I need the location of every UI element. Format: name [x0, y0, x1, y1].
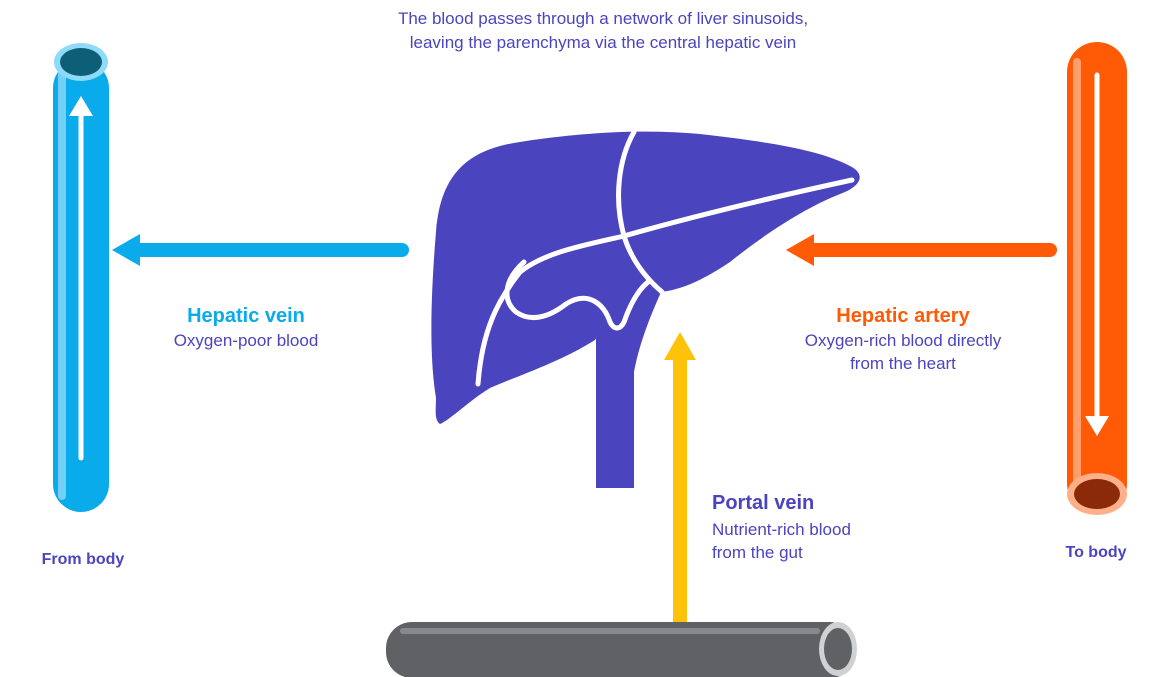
portal-vein-arrow: [664, 332, 696, 622]
hepatic-vein-title: Hepatic vein: [187, 305, 305, 327]
portal-vein-title: Portal vein: [712, 492, 814, 514]
hepatic-vein-arrow: [112, 234, 402, 266]
portal-vein-line-2: from the gut: [712, 543, 803, 562]
portal-vein-line-1: Nutrient-rich blood: [712, 520, 851, 539]
caption-line-2: leaving the parenchyma via the central h…: [410, 33, 797, 52]
caption-line-1: The blood passes through a network of li…: [398, 9, 808, 28]
hepatic-artery-title: Hepatic artery: [836, 305, 970, 327]
orange-vessel-icon: [1067, 42, 1127, 515]
blue-vessel-icon: [53, 43, 109, 512]
hepatic-artery-line-1: Oxygen-rich blood directly: [805, 331, 1002, 350]
hepatic-artery-arrow: [786, 234, 1050, 266]
hepatic-vein-subtitle: Oxygen-poor blood: [174, 331, 319, 350]
liver-icon: [431, 132, 859, 488]
to-body-label: To body: [1065, 544, 1126, 561]
gray-vessel-icon: [386, 622, 857, 677]
hepatic-artery-line-2: from the heart: [850, 354, 956, 373]
from-body-label: From body: [42, 551, 125, 568]
